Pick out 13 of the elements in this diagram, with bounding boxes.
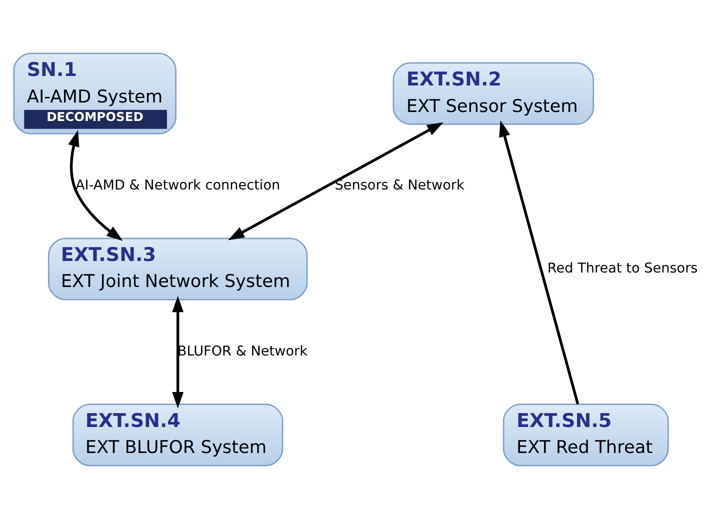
arrow bbox=[68, 130, 123, 240]
node-box: EXT.SN.2 EXT Sensor System bbox=[392, 62, 594, 124]
edge-label: BLUFOR & Network bbox=[177, 342, 308, 359]
node-box: SN.1 AI-AMD System DECOMPOSED bbox=[13, 52, 176, 134]
arrow bbox=[172, 295, 184, 408]
node-box: EXT.SN.5 EXT Red Threat bbox=[502, 403, 669, 466]
arrow bbox=[228, 122, 444, 240]
edge-label: Sensors & Network bbox=[334, 176, 464, 193]
arrow bbox=[499, 120, 580, 404]
edge-label: Red Threat to Sensors bbox=[547, 260, 698, 276]
node-box: EXT.SN.4 EXT BLUFOR System bbox=[72, 403, 284, 466]
node-box: EXT.SN.3 EXT Joint Network System bbox=[48, 237, 308, 300]
edge-label: AI-AMD & Network connection bbox=[76, 176, 280, 193]
